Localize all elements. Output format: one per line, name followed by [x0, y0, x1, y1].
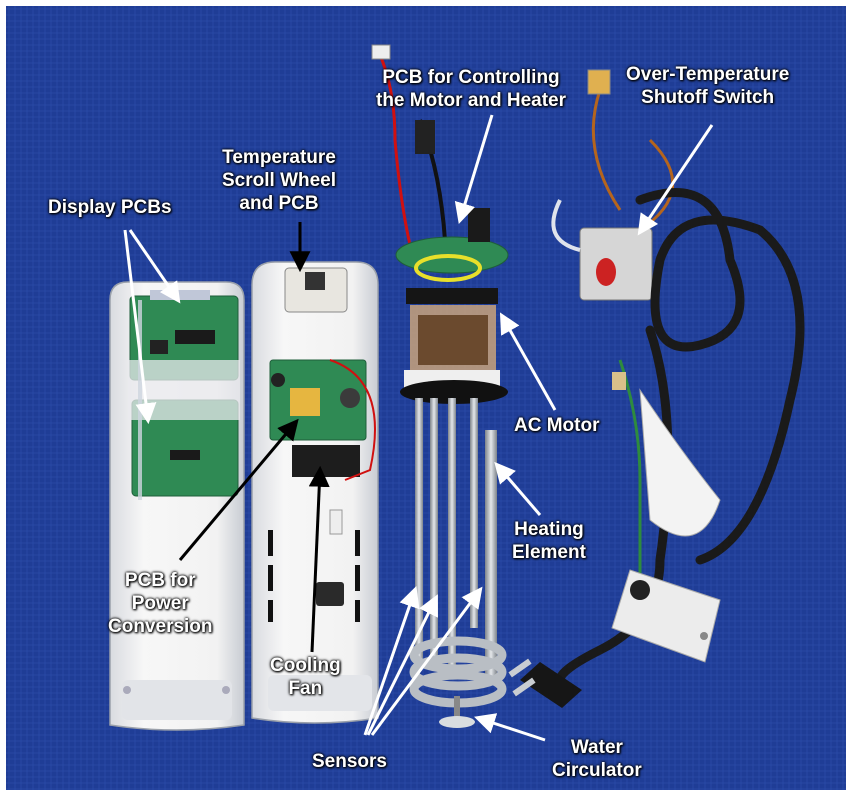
label-ac-motor-text: AC Motor: [514, 415, 600, 436]
arrow-display-pcb-top: [128, 229, 181, 304]
label-pcb-motor-heater: PCB for Controlling the Motor and Heater: [376, 66, 566, 112]
label-display-pcbs-text: Display PCBs: [48, 197, 172, 218]
over-temperature-switch: [551, 69, 675, 301]
arrow-water-circulator: [474, 713, 546, 742]
label-pcb-power-line3: Conversion: [108, 616, 213, 637]
arrow-sensor-1: [363, 586, 420, 736]
label-arrows: [123, 114, 714, 742]
label-display-pcbs: Display PCBs: [48, 196, 172, 219]
label-pcb-power-line2: Power: [131, 593, 189, 614]
arrow-pcb-power: [178, 418, 299, 561]
label-sensors-text: Sensors: [312, 751, 387, 772]
label-over-temperature: Over-Temperature Shutoff Switch: [626, 63, 789, 109]
arrow-pcb-motor: [454, 114, 494, 225]
arrow-sensor-2: [366, 594, 438, 736]
label-overtemp-line1: Over-Temperature: [626, 64, 790, 85]
label-sensors: Sensors: [312, 750, 387, 773]
middle-housing: [251, 261, 379, 724]
label-cooling-line1: Cooling: [270, 655, 341, 676]
label-pcb-motor-line2: the Motor and Heater: [376, 90, 567, 111]
label-water-line1: Water: [570, 737, 623, 758]
label-temperature-wheel: Temperature Scroll Wheel and PCB: [222, 146, 336, 215]
label-ac-motor: AC Motor: [514, 414, 599, 437]
arrow-overtemp: [637, 124, 714, 236]
arrow-cooling-fan: [308, 465, 330, 653]
label-overtemp-line2: Shutoff Switch: [641, 87, 775, 108]
label-cooling-fan: Cooling Fan: [270, 654, 341, 700]
label-cooling-line2: Fan: [288, 678, 323, 699]
arrow-heating: [494, 461, 542, 516]
label-pcb-power: PCB for Power Conversion: [108, 569, 213, 638]
label-pcb-power-line1: PCB for: [124, 570, 196, 591]
arrow-sensor-3: [370, 586, 483, 736]
arrow-ac-motor: [499, 312, 557, 411]
label-heating-line1: Heating: [514, 519, 584, 540]
label-water-circulator: Water Circulator: [552, 736, 642, 782]
label-pcb-motor-line1: PCB for Controlling: [382, 67, 560, 88]
power-cord: [508, 188, 805, 708]
arrow-display-pcb-bottom: [123, 229, 157, 425]
label-temp-line2: Scroll Wheel: [222, 170, 337, 191]
label-water-line2: Circulator: [552, 760, 642, 781]
label-heating-line2: Element: [512, 542, 586, 563]
heater-assembly: [371, 44, 509, 728]
label-heating-element: Heating Element: [512, 518, 586, 564]
label-temp-line3: and PCB: [239, 193, 319, 214]
label-temp-line1: Temperature: [222, 147, 336, 168]
